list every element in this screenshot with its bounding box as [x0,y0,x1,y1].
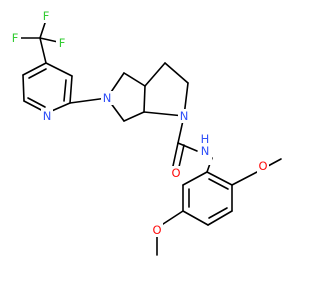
label-bg-f-top [40,9,52,23]
bond-pyr-c6-c5 [22,74,25,102]
bond-c-upper-c3a [123,72,146,87]
bond-n1-c6a [143,111,185,117]
molecule-structure-diagram: F F F N N N O N H O O [0,0,300,300]
hydrogen-atom-amide: H [201,132,210,146]
bond-c3a-c6a [143,85,146,113]
fluorine-atom-top: F [43,9,50,23]
bond-pyr-c4-c3 [45,62,73,77]
bond-pyr-c3-c2 [69,75,73,104]
bond-aryl-c1-c2 [206,171,233,186]
label-bg-n-pyridine [41,109,53,123]
bond-aryl-c4-c5 [182,210,209,226]
bond-pyr-n-c6-double [27,97,46,108]
bond-pyr-c5-c4-double [28,68,47,79]
label-bg-o-methoxy-left [151,223,163,237]
label-bg-n-pyrrolidine [101,91,113,105]
fluorine-atom-right: F [59,36,66,50]
bond-carbonyl-o-double [178,144,185,168]
bond-aryl-c3-c4-double [208,207,228,219]
nitrogen-atom-pyridine: N [43,109,52,123]
bonds [20,19,282,256]
label-bg-nh [198,137,212,165]
bond-o-methyl-right [267,158,282,167]
fluorine-atom-left: F [12,31,19,45]
label-bg-f-right [56,36,68,50]
oxygen-atom-methoxy-left: O [152,223,161,237]
atom-labels: F F F N N N O N H O O [9,9,269,237]
canvas-background [0,0,300,300]
bond-aryl-c1-c2-double [208,178,229,190]
label-bg-o-methoxy-right [257,159,269,173]
bond-c3-c2 [164,62,189,84]
label-bg-n-urea [178,109,190,123]
nitrogen-atom-urea: N [180,109,189,123]
oxygen-atom-methoxy-right: O [258,159,267,173]
bond-pyridine-to-n [69,97,108,104]
label-bg-o-carbonyl [170,166,182,180]
oxygen-atom-carbonyl: O [171,166,180,180]
bond-aryl-c6-c1 [182,171,208,186]
nitrogen-atom-amide: N [201,144,210,158]
bond-carbonyl-nh [177,142,198,152]
label-bg-f-left [9,31,21,45]
bond-c3a-c3 [144,62,166,87]
bond-aryl-c3-c4 [207,210,233,226]
bond-cf3-to-ring [39,37,47,64]
bond-aryl-o-left [159,210,184,227]
bond-carbonyl-o [172,142,179,167]
bond-aryl-o-right [231,171,258,186]
bond-c-lower-c6a [123,111,145,122]
bond-cf3-c-f-right [39,37,59,43]
bond-pyr-c5-c4 [22,62,47,76]
nitrogen-atom-pyrrolidine: N [103,91,112,105]
bond-pyr-c3-c2-double [63,79,67,102]
